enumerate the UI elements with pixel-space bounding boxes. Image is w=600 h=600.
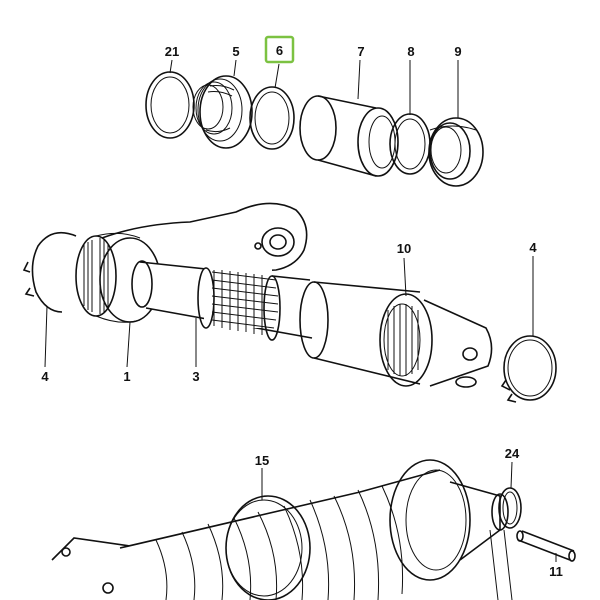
ring-24-icon[interactable]: [498, 487, 522, 529]
callout-21: 21: [165, 44, 179, 59]
cup-9-icon[interactable]: [428, 117, 484, 187]
leader-1: [126, 321, 131, 368]
callout-6: 6: [276, 43, 283, 58]
leader-21: [169, 59, 173, 74]
ring-6-icon[interactable]: [249, 86, 295, 150]
snap-ring-4-left-icon[interactable]: [22, 231, 77, 313]
shaft-3-icon[interactable]: [131, 260, 313, 341]
leader-4-left: [44, 305, 48, 368]
leader-10: [403, 257, 407, 297]
callout-24: 24: [505, 446, 520, 461]
sleeve-10-icon[interactable]: [299, 281, 493, 388]
leader-24: [510, 461, 513, 489]
leader-6: [274, 63, 280, 89]
ring-21-icon[interactable]: [145, 71, 195, 139]
callout-1: 1: [123, 369, 130, 384]
callout-11: 11: [549, 564, 563, 579]
callout-15: 15: [255, 453, 269, 468]
housing-icon[interactable]: [51, 459, 513, 600]
callout-5: 5: [232, 44, 239, 59]
pin-11-icon[interactable]: [516, 530, 576, 562]
highlight-box: [264, 35, 295, 64]
leader-7: [357, 59, 361, 100]
callout-8: 8: [407, 44, 414, 59]
seal-5-icon[interactable]: [192, 75, 253, 149]
callout-4-left: 4: [41, 369, 49, 384]
snap-ring-4-right-icon[interactable]: [500, 335, 557, 403]
bushing-7-icon[interactable]: [299, 95, 399, 177]
ring-8-icon[interactable]: [389, 113, 431, 175]
callout-7: 7: [357, 44, 364, 59]
leader-5: [233, 59, 237, 77]
callout-3: 3: [192, 369, 199, 384]
callout-9: 9: [454, 44, 461, 59]
callout-10: 10: [397, 241, 411, 256]
callout-4-right: 4: [529, 240, 537, 255]
